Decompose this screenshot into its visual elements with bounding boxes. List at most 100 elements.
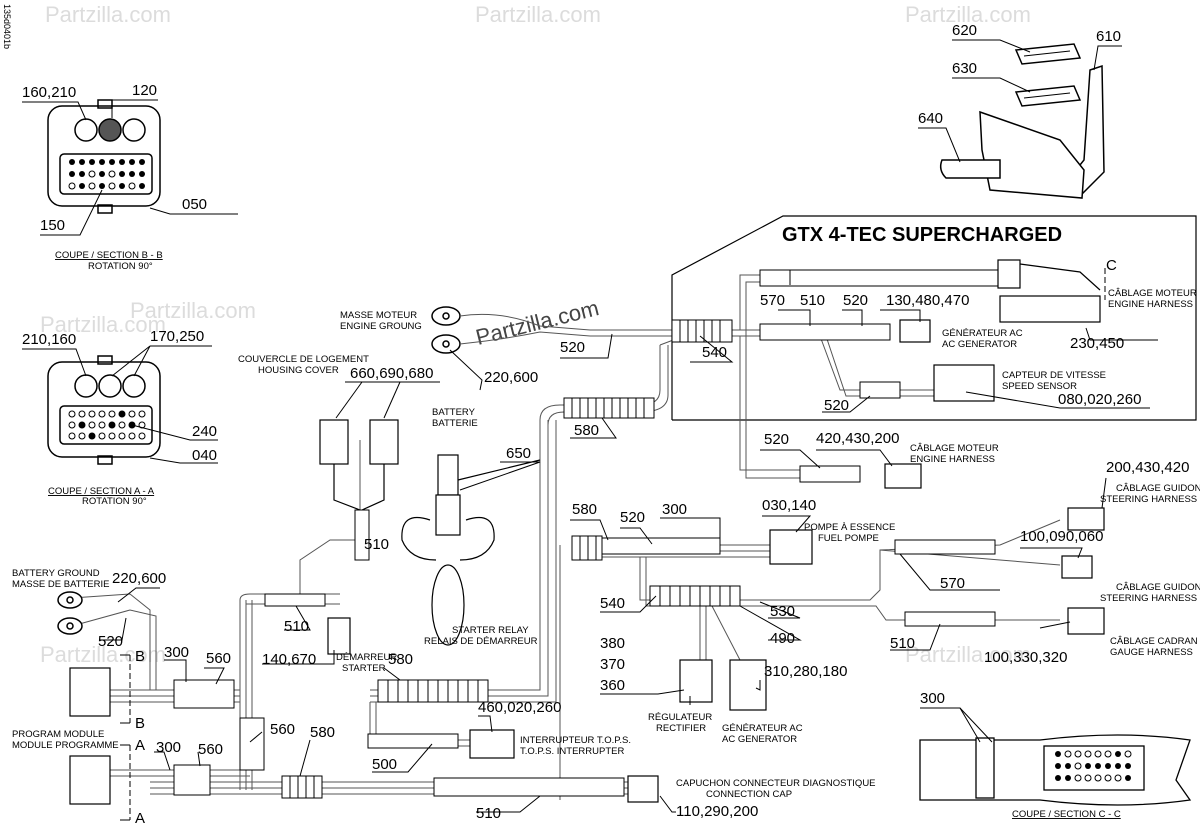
corrugated-tubes: [281, 319, 741, 799]
callout-620: 620: [952, 22, 977, 39]
callout-160-210: 160,210: [22, 84, 76, 101]
starter-relay: [333, 454, 541, 646]
callout-370: 370: [600, 656, 625, 673]
steering-harness-a-en: STEERING HARNESS: [1100, 494, 1197, 505]
leaders-b: [22, 99, 238, 236]
housing-cover-en: HOUSING COVER: [258, 365, 339, 376]
callout-110-290-200: 110,290,200: [676, 803, 758, 820]
starter-fr: DÉMARREUR: [336, 652, 397, 663]
gtx-frame: [671, 215, 1197, 421]
connectors: [69, 259, 1105, 805]
callout-420-430-200: 420,430,200: [816, 430, 899, 447]
section-mark-a: A: [135, 737, 145, 754]
engine-harness-a-fr: CÂBLAGE MOTEUR: [1108, 288, 1197, 299]
component-notes: MASSE MOTEUR ENGINE GROUNG COUVERCLE DE …: [12, 288, 1200, 800]
engine-harness-a-en: ENGINE HARNESS: [1108, 299, 1193, 310]
callout-050: 050: [182, 196, 207, 213]
callout-300-b: 300: [164, 644, 189, 661]
callout-490: 490: [770, 630, 795, 647]
callout-520-d: 520: [764, 431, 789, 448]
callout-120: 120: [132, 82, 157, 99]
pin-grid-b: [68, 159, 145, 190]
section-c-title: COUPE / SECTION C - C: [1012, 809, 1121, 820]
speed-sensor-en: SPEED SENSOR: [1002, 381, 1077, 392]
callout-380: 380: [600, 635, 625, 652]
battery-en: BATTERY: [432, 407, 476, 418]
watermark-text: Partzilla.com: [905, 642, 1031, 667]
callout-540-b: 540: [600, 595, 625, 612]
callout-300-d: 300: [920, 690, 945, 707]
callout-220-600-b: 220,600: [112, 570, 166, 587]
callout-230-450: 230,450: [1070, 335, 1124, 352]
fuel-pump-en: FUEL POMPE: [818, 533, 879, 544]
callout-080-020-260: 080,020,260: [1058, 391, 1141, 408]
callout-640: 640: [918, 110, 943, 127]
callout-360: 360: [600, 677, 625, 694]
drawing-code: 135d0401b: [2, 4, 12, 49]
engine-harness-b-fr: CÂBLAGE MOTEUR: [910, 443, 999, 454]
watermark-text: Partzilla.com: [40, 312, 166, 337]
cap-parts-pins: [1023, 50, 1071, 99]
watermark-text: Partzilla.com: [130, 298, 256, 323]
callout-510-b: 510: [364, 536, 389, 553]
callout-570-a: 570: [760, 292, 785, 309]
callout-100-090-060: 100,090,060: [1020, 528, 1103, 545]
callout-130-480-470: 130,480,470: [886, 292, 969, 309]
leaders-c: [920, 707, 993, 743]
callout-500: 500: [372, 756, 397, 773]
steering-harness-b-en: STEERING HARNESS: [1100, 593, 1197, 604]
battery-ground-en: BATTERY GROUND: [12, 568, 100, 579]
watermark-text: Partzilla.com: [475, 2, 601, 27]
callout-100-330-320: 100,330,320: [984, 649, 1067, 666]
section-a-title: COUPE / SECTION A - A: [48, 486, 155, 497]
program-module-fr: MODULE PROGRAMME: [12, 740, 119, 751]
diag-cap-en: CONNECTION CAP: [706, 789, 792, 800]
callout-650: 650: [506, 445, 531, 462]
callouts: 660,690,680 520 220,600 650 540 570 510 …: [98, 292, 1189, 822]
callout-510-c: 510: [890, 635, 915, 652]
starter-relay-fr: RELAIS DE DÉMARREUR: [424, 636, 538, 647]
section-c-connector: [919, 734, 1192, 806]
callout-560-c: 560: [198, 741, 223, 758]
watermark-text: Partzilla.com: [45, 2, 171, 27]
callout-520-e: 520: [620, 509, 645, 526]
pin-grid-a: [68, 410, 146, 440]
section-b-title: COUPE / SECTION B - B: [55, 250, 163, 261]
section-mark-b: B: [135, 648, 145, 665]
callout-520-a: 520: [560, 339, 585, 356]
ac-generator-a-fr: GÉNÉRATEUR AC: [942, 328, 1023, 339]
battery-fr: BATTERIE: [432, 418, 478, 429]
housing-cover-fr: COUVERCLE DE LOGEMENT: [238, 354, 369, 365]
pin-grid-c: [1055, 750, 1132, 782]
callout-560-b: 560: [270, 721, 295, 738]
steering-harness-a-fr: CÂBLAGE GUIDON: [1116, 483, 1200, 494]
callout-510-e: 510: [476, 805, 501, 822]
callout-560-a: 560: [206, 650, 231, 667]
gauge-harness-fr: CÂBLAGE CADRAN: [1110, 636, 1198, 647]
watermark-text: Partzilla.com: [40, 642, 166, 667]
section-markers: [129, 268, 1106, 820]
tops-en: T.O.P.S. INTERRUPTER: [520, 746, 624, 757]
sleeves: [173, 269, 1001, 797]
callout-210-160: 210,160: [22, 331, 76, 348]
ac-generator-b-fr: GÉNÉRATEUR AC: [722, 723, 803, 734]
callout-510-a: 510: [800, 292, 825, 309]
cap-parts-group: [939, 43, 1105, 199]
callout-580-a: 580: [574, 422, 599, 439]
diag-cap-fr: CAPUCHON CONNECTEUR DIAGNOSTIQUE: [676, 778, 876, 789]
connector-section-b: [47, 99, 161, 214]
program-module-en: PROGRAM MODULE: [12, 729, 104, 740]
section-mark-a: A: [135, 810, 145, 825]
gtx-title: GTX 4-TEC SUPERCHARGED: [782, 224, 1062, 246]
callout-220-600-a: 220,600: [484, 369, 538, 386]
section-b-rotation: ROTATION 90°: [88, 261, 153, 272]
starter-en: STARTER: [342, 663, 386, 674]
callout-570-b: 570: [940, 575, 965, 592]
callout-200-430-420: 200,430,420: [1106, 459, 1189, 476]
callout-610: 610: [1096, 28, 1121, 45]
callout-300-c: 300: [156, 739, 181, 756]
leaders-main: [100, 270, 1158, 813]
tops-fr: INTERRUPTEUR T.O.P.S.: [520, 735, 631, 746]
tube-ribs: [289, 320, 731, 798]
ac-generator-a-en: AC GENERATOR: [942, 339, 1017, 350]
